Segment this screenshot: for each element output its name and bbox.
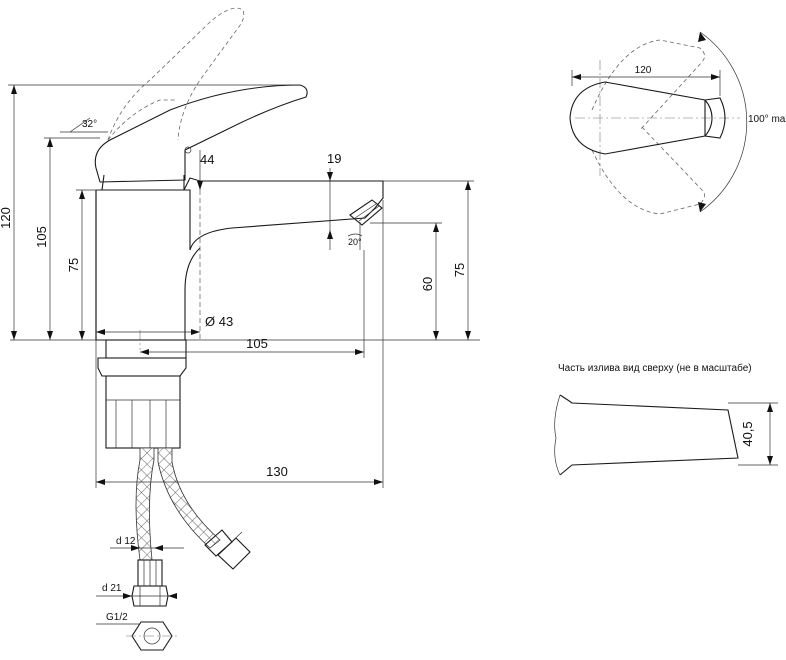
spout-width-label: 40,5 <box>740 421 755 446</box>
dim-body-height: 75 <box>66 258 81 272</box>
dim-spout-depth: 44 <box>200 152 214 167</box>
rotation-label: 100° max <box>748 114 786 125</box>
dim-total-height: 120 <box>0 207 13 229</box>
dim-hose-d12: d 12 <box>116 536 136 547</box>
hose-left <box>135 447 155 561</box>
hose-right-fitting <box>204 529 251 570</box>
hose-right <box>157 447 221 549</box>
dim-body-diameter: Ø 43 <box>205 314 233 329</box>
faucet-body <box>95 177 384 341</box>
spout-outline <box>559 394 739 476</box>
dim-aerator-angle: 20° <box>348 237 362 247</box>
dim-spout-height-right: 75 <box>452 263 467 277</box>
lever-top-tip <box>704 97 726 139</box>
spout-top-view: Часть излива вид сверху (не в масштабе) … <box>554 362 778 476</box>
top-view: 120 100° max <box>569 31 786 215</box>
lever-handle <box>94 84 308 191</box>
spout-view-caption: Часть излива вид сверху (не в масштабе) <box>558 362 752 374</box>
dim-handle-height: 105 <box>34 226 49 248</box>
top-width-label: 120 <box>635 65 652 76</box>
hose-left-fitting <box>131 559 169 607</box>
dim-hose-d21: d 21 <box>102 583 122 594</box>
dim-lever-angle: 32° <box>82 119 97 130</box>
lever-top-outline <box>569 81 713 155</box>
dim-spout-clearance: 60 <box>420 277 435 291</box>
dim-overall-width: 130 <box>266 464 288 479</box>
mounting-nut <box>97 339 187 449</box>
rotation-arc <box>699 31 748 213</box>
lever-raised-position <box>107 7 245 141</box>
front-view: 120 105 75 32° 44 19 20° <box>0 7 480 651</box>
dim-thread: G1/2 <box>106 612 128 623</box>
aerator <box>349 199 383 226</box>
hex-nut-end-view <box>126 621 178 651</box>
dim-spout-reach: 105 <box>246 336 268 351</box>
dim-spout-tip: 19 <box>327 151 341 166</box>
